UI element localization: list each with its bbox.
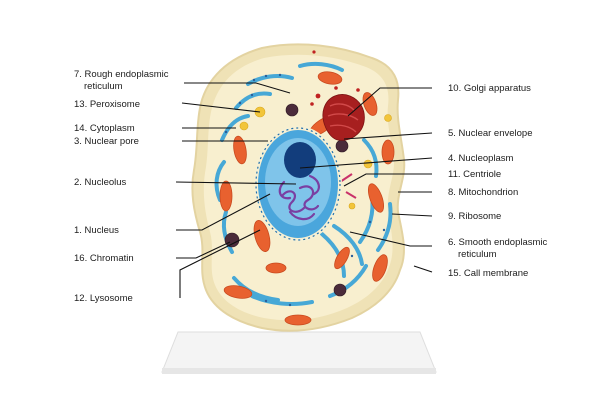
nucleus: [254, 126, 342, 242]
label-rough-er: 7. Rough endoplasmic: [74, 69, 169, 80]
label-rough-er-line2: reticulum: [84, 81, 123, 92]
label-nucleoplasm: 4. Nucleoplasm: [448, 153, 514, 164]
model-stand: [161, 331, 437, 374]
label-chromatin: 16. Chromatin: [74, 253, 134, 264]
label-centriole: 11. Centriole: [448, 169, 501, 180]
labels: 7. Rough endoplasmic reticulum 13. Perox…: [74, 69, 548, 304]
centrioles: [339, 173, 357, 199]
label-nuclear-envelope: 5. Nuclear envelope: [448, 128, 533, 139]
nucleolus: [284, 142, 316, 178]
label-smooth-er-line2: reticulum: [458, 249, 497, 260]
endoplasmic-reticulum: [214, 61, 393, 306]
label-golgi: 10. Golgi apparatus: [448, 83, 531, 94]
label-nuclear-pore: 3. Nuclear pore: [74, 136, 139, 147]
chromatin: [278, 174, 320, 221]
label-nucleolus: 2. Nucleolus: [74, 177, 127, 188]
label-mitochondrion: 8. Mitochondrion: [448, 187, 518, 198]
label-peroxisome: 13. Peroxisome: [74, 99, 140, 110]
rough-er-ribosome-dots: [224, 73, 386, 307]
label-cell-membrane: 15. Call membrane: [448, 268, 528, 279]
label-ribosome: 9. Ribosome: [448, 211, 501, 222]
golgi-apparatus: [310, 50, 365, 141]
label-smooth-er: 6. Smooth endoplasmic: [448, 237, 548, 248]
lysosomes: [224, 103, 349, 297]
label-cytoplasm: 14. Cytoplasm: [74, 123, 135, 134]
label-nucleus: 1. Nucleus: [74, 225, 119, 236]
leader-lines: [175, 82, 433, 298]
label-lysosome: 12. Lysosome: [74, 293, 133, 304]
